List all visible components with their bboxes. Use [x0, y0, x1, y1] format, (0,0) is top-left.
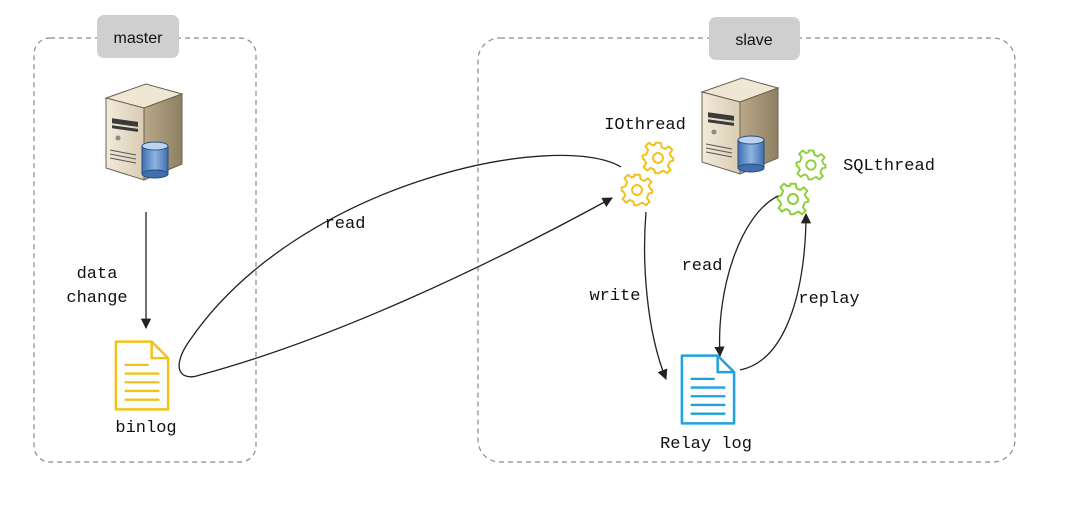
io-gear-small-icon — [620, 173, 654, 207]
sql-gear-large-icon — [795, 149, 827, 181]
read-return-arrow — [199, 197, 613, 376]
replay-arrow — [739, 212, 812, 371]
master-server-icon — [105, 83, 183, 181]
sql-read-arrow — [714, 195, 779, 358]
replay-label: replay — [798, 290, 859, 309]
relay-log-label: Relay log — [660, 435, 752, 454]
sql-thread-label: SQLthread — [843, 157, 935, 176]
read-remote-label: read — [325, 215, 366, 234]
master-label: master — [114, 30, 164, 47]
slave-tag: slave — [709, 17, 800, 60]
read-local-label: read — [682, 257, 723, 276]
data-change-label-line2: change — [66, 289, 127, 308]
slave-tag-background — [709, 17, 800, 60]
io-thread-label: IOthread — [604, 116, 686, 135]
binlog-label: binlog — [115, 419, 176, 438]
slave-server-icon — [701, 77, 779, 175]
master-tag-background — [97, 15, 179, 58]
slave-label: slave — [735, 32, 772, 49]
io-gear-large-icon — [641, 141, 675, 175]
write-arrow — [643, 211, 668, 380]
data-change-label-line1: data — [77, 265, 118, 284]
sql-gear-small-icon — [776, 182, 810, 216]
binlog-document-icon — [114, 340, 170, 411]
relay-log-document-icon — [680, 354, 736, 425]
master-tag: master — [97, 15, 179, 58]
write-label: write — [589, 287, 640, 306]
read-request-path — [178, 154, 622, 378]
